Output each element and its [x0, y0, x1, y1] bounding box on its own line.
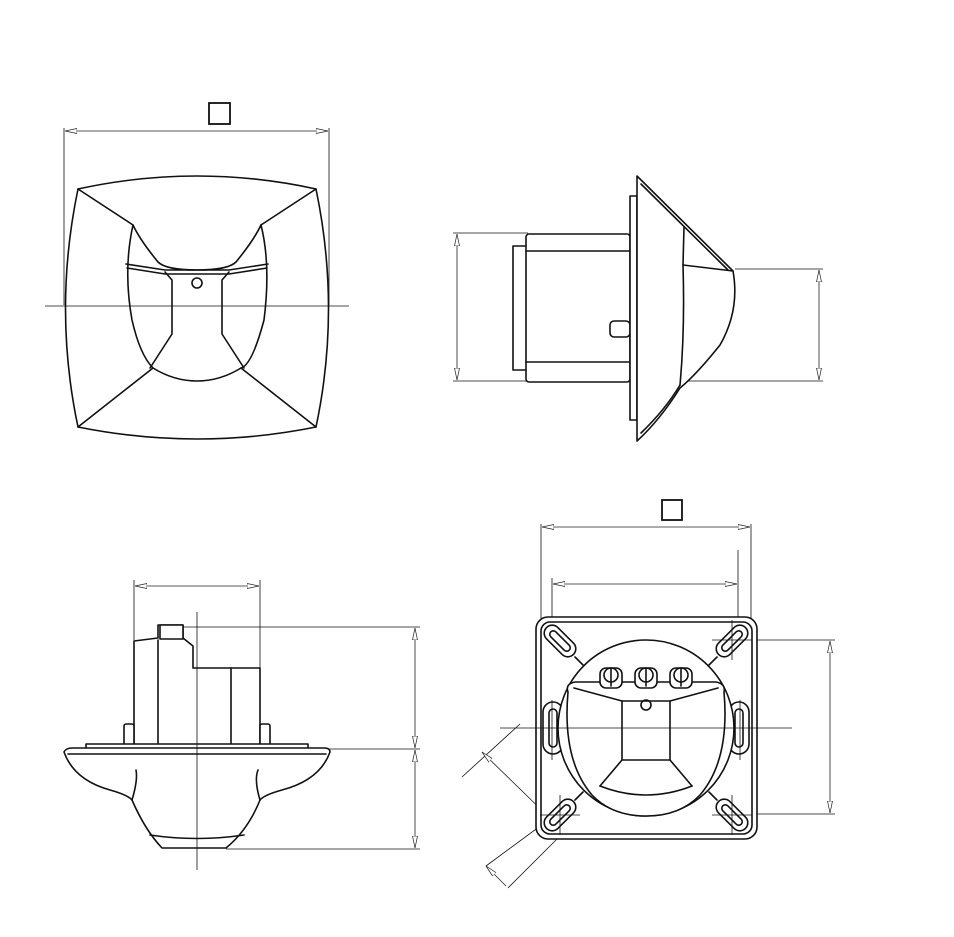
top-view-screw-icon: [192, 278, 202, 288]
front-view: [64, 580, 420, 870]
lens-band-bottom: [127, 268, 267, 274]
rear-view: [462, 500, 835, 888]
side-view-back-plate: [513, 246, 527, 370]
side-view: [453, 176, 823, 441]
lens-band-top: [126, 264, 268, 270]
front-view-top-pin: [160, 625, 183, 639]
top-view-lens: [128, 225, 267, 381]
rear-view-diagonal-dimension-2: [486, 866, 506, 886]
rear-view-diag-ext-1: [462, 724, 520, 777]
rear-view-diag-ext-2: [508, 838, 558, 888]
ridge-bottom-left: [78, 368, 153, 427]
top-view: [45, 103, 349, 439]
terminal-screw-3: [670, 668, 692, 688]
ridge-top-right: [261, 189, 316, 225]
rear-view-square-symbol: [662, 500, 682, 520]
side-view-body: [526, 234, 630, 382]
top-view-outline: [66, 176, 329, 439]
front-view-clip-right: [260, 724, 270, 746]
ridge-bottom-right: [241, 368, 316, 427]
side-view-pin: [610, 321, 630, 337]
side-view-flange: [630, 196, 637, 420]
ridge-top-left: [78, 189, 133, 225]
lens-facet-right: [222, 272, 244, 368]
front-view-clip-left: [124, 724, 134, 746]
terminal-screw-1: [600, 668, 622, 688]
terminal-screw-2: [635, 668, 657, 688]
side-view-cover: [637, 176, 735, 441]
lens-facet-left: [150, 272, 172, 368]
square-dimension-symbol: [209, 103, 230, 124]
